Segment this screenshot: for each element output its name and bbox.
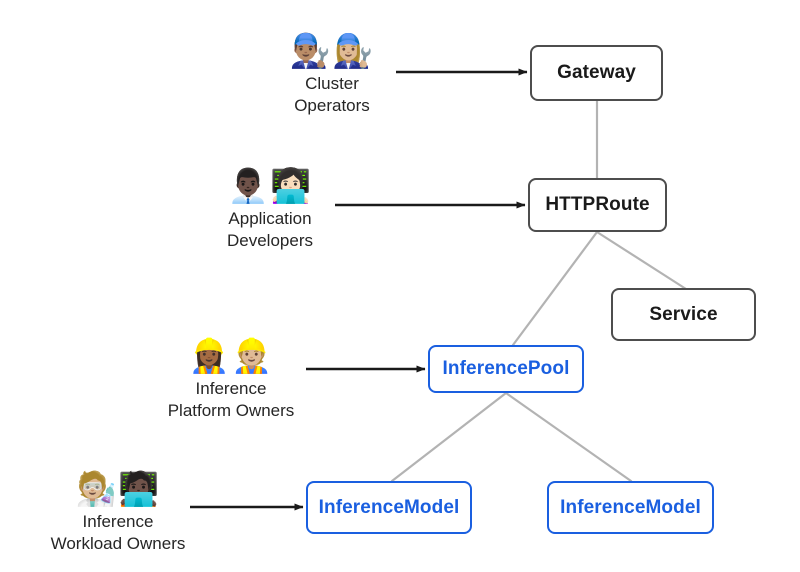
edge-httproute-to-service <box>595 230 688 291</box>
man-mechanic-icon woman-mechanic-icon: 👨🏽‍🔧👩🏼‍🔧 <box>289 31 375 70</box>
edge-httproute-to-inferencepool <box>511 230 599 347</box>
node-inferencemodel2[interactable]: InferenceModel <box>547 481 714 534</box>
actor-label: Cluster Operators <box>294 74 370 115</box>
actor-label: Application Developers <box>227 209 313 250</box>
node-label: InferencePool <box>442 358 570 379</box>
actor-cluster-operators: 👨🏽‍🔧👩🏼‍🔧 Cluster Operators <box>272 30 392 117</box>
persona-arrows <box>190 68 528 511</box>
node-gateway[interactable]: Gateway <box>530 45 663 101</box>
man-office-worker-icon woman-technologist-icon: 👨🏿‍💼👩🏻‍💻 <box>227 166 313 205</box>
actor-inference-workload-owners: 🧑🏼‍🔬🧑🏿‍💻 Inference Workload Owners <box>42 468 194 555</box>
node-service[interactable]: Service <box>611 288 756 341</box>
node-label: Service <box>649 303 718 325</box>
node-label: InferenceModel <box>318 496 460 518</box>
edge-inferencepool-to-model1 <box>390 391 508 483</box>
actor-label: Inference Platform Owners <box>167 379 295 420</box>
node-httproute[interactable]: HTTPRoute <box>528 178 667 232</box>
node-inferencemodel1[interactable]: InferenceModel <box>306 481 472 534</box>
actor-application-developers: 👨🏿‍💼👩🏻‍💻 Application Developers <box>210 165 330 252</box>
node-label: HTTPRoute <box>545 194 650 215</box>
actor-inference-platform-owners: 👷🏾‍♀️👷🏼 Inference Platform Owners <box>161 335 301 422</box>
node-inferencepool[interactable]: InferencePool <box>428 345 584 393</box>
woman-construction-worker-icon man-construction-worker-icon: 👷🏾‍♀️👷🏼 <box>188 336 274 375</box>
actor-label: Inference Workload Owners <box>50 512 186 553</box>
node-label: Gateway <box>557 62 636 83</box>
edge-inferencepool-to-model2 <box>504 391 633 483</box>
node-label: InferenceModel <box>560 496 701 518</box>
scientist-icon technologist-icon: 🧑🏼‍🔬🧑🏿‍💻 <box>75 469 161 508</box>
